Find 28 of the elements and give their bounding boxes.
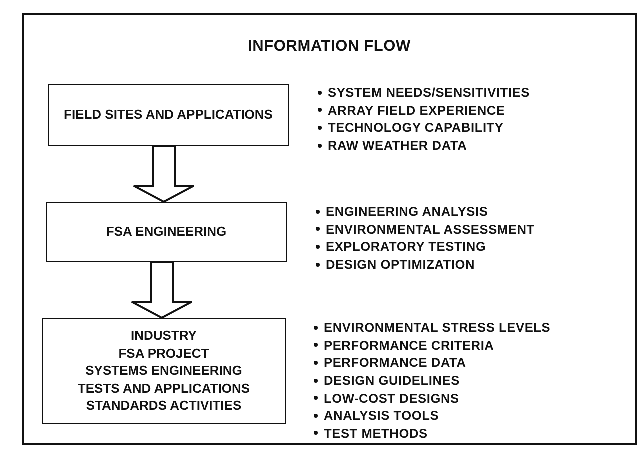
bullet-text: TEST METHODS [324,426,428,441]
box-label: FSA ENGINEERING [106,223,227,241]
bullet-text: RAW WEATHER DATA [328,138,468,154]
bullet-text: ARRAY FIELD EXPERIENCE [328,102,506,118]
process-box [42,318,286,424]
bullet-text: TECHNOLOGY CAPABILITY [328,120,504,136]
bullet-text: ENVIRONMENTAL ASSESSMENT [326,222,535,237]
bullet-text: PERFORMANCE DATA [324,355,466,370]
process-box [48,84,289,146]
box-label: FSA PROJECT [118,344,210,362]
diagram-title: INFORMATION FLOW [247,38,412,56]
bullet-text: PERFORMANCE CRITERIA [324,338,494,353]
box-label: TESTS AND APPLICATIONS [78,380,250,398]
box-label: FIELD SITES AND APPLICATIONS [64,106,273,124]
bullet-text: LOW-COST DESIGNS [324,390,460,406]
block-arrow [131,261,193,320]
bullet-text: DESIGN GUIDELINES [324,373,460,388]
process-box [46,202,287,262]
box-label: STANDARDS ACTIVITIES [86,397,242,415]
bullet-text: EXPLORATORY TESTING [326,239,486,254]
block-arrow [133,145,195,204]
box-label: SYSTEMS ENGINEERING [86,362,242,380]
bullet-text: DESIGN OPTIMIZATION [326,257,476,272]
bullet-text: ANALYSIS TOOLS [324,408,440,424]
box-label: INDUSTRY [131,327,197,345]
bullet-text: SYSTEM NEEDS/SENSITIVITIES [328,85,530,100]
bullet-text: ENVIRONMENTAL STRESS LEVELS [324,320,551,336]
bullet-text: ENGINEERING ANALYSIS [326,204,488,220]
